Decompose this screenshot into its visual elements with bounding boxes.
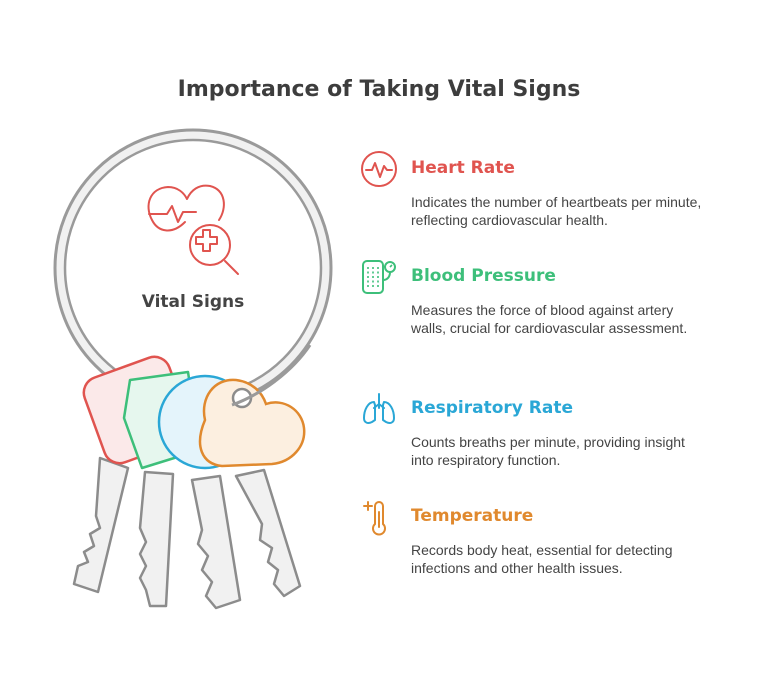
item-description: Records body heat, essential for detecti… (411, 542, 673, 576)
item-heading: Blood Pressure (411, 266, 556, 286)
ring-connector (231, 344, 312, 407)
center-label: Vital Signs (141, 292, 245, 312)
thermometer-icon (363, 500, 386, 536)
item-description: Counts breaths per minute, providing ins… (411, 434, 685, 468)
item-description: Indicates the number of heartbeats per m… (411, 194, 702, 228)
heart-cross-magnifier-icon (147, 184, 239, 275)
diagram-title: Importance of Taking Vital Signs (177, 77, 581, 102)
key-ring-inner (63, 138, 323, 398)
temperature-key-head (198, 378, 306, 468)
key-blades (72, 456, 302, 610)
heart-rate-icon (361, 151, 397, 187)
lungs-icon (363, 393, 395, 424)
item-heading: Temperature (411, 506, 534, 526)
item-heading: Heart Rate (411, 158, 515, 178)
item-heading: Respiratory Rate (411, 398, 573, 418)
blood-pressure-icon (362, 260, 396, 294)
item-description: Measures the force of blood against arte… (411, 302, 688, 336)
